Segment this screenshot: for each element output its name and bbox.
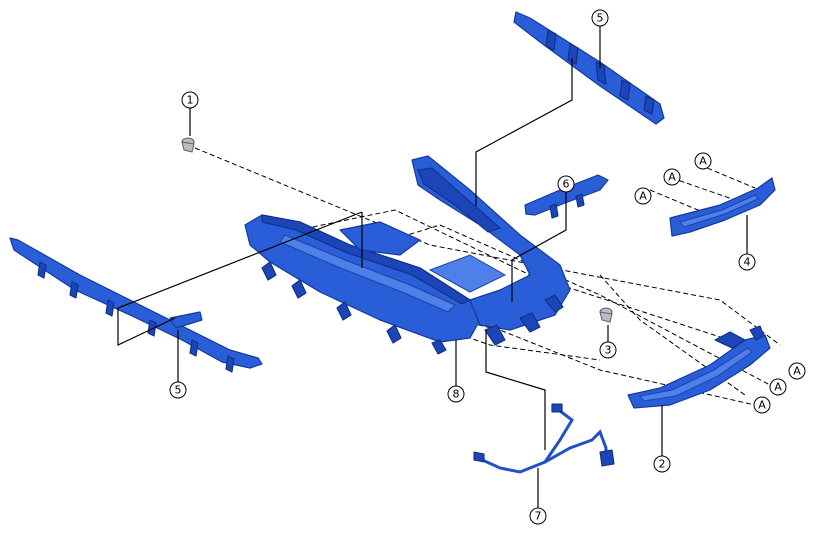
part-5-lower-trim-strip (9, 237, 263, 373)
callout-6: 6 (557, 175, 575, 193)
leader-lines (117, 26, 748, 508)
svg-text:A: A (774, 381, 782, 394)
reference-mark-a-left: A (634, 187, 652, 205)
callout-4: 4 (738, 253, 756, 271)
svg-text:A: A (699, 155, 707, 168)
part-5-upper-trim-strip (513, 11, 665, 125)
callout-5-top: 5 (591, 9, 609, 27)
svg-text:7: 7 (535, 510, 542, 523)
reference-mark-a-mid: A (663, 168, 681, 186)
svg-text:6: 6 (563, 178, 570, 191)
svg-text:A: A (758, 399, 766, 412)
reference-mark-a-right-mid: A (769, 378, 787, 396)
callout-5-left: 5 (169, 381, 187, 399)
callout-7: 7 (529, 507, 547, 525)
callout-3: 3 (599, 341, 617, 359)
reference-mark-a-right-upper: A (788, 362, 806, 380)
svg-text:A: A (668, 171, 676, 184)
part-4-right-trim-strip (669, 177, 776, 237)
callout-2: 2 (653, 455, 671, 473)
part-2-lower-right-trim (627, 325, 771, 409)
svg-text:A: A (639, 190, 647, 203)
svg-text:5: 5 (175, 384, 182, 397)
svg-text:A: A (793, 365, 801, 378)
svg-text:8: 8 (453, 388, 460, 401)
console-frame (339, 155, 571, 346)
callout-8: 8 (447, 385, 465, 403)
svg-text:3: 3 (605, 344, 612, 357)
callout-1: 1 (181, 91, 199, 109)
part-3-clip (599, 307, 613, 323)
svg-text:5: 5 (597, 12, 604, 25)
svg-text:4: 4 (744, 256, 751, 269)
part-7-wire-harness (473, 403, 615, 474)
svg-text:1: 1 (187, 94, 194, 107)
reference-mark-a-top: A (694, 152, 712, 170)
part-8-center-console-panel (244, 214, 481, 355)
part-1-clip (181, 137, 195, 153)
svg-text:2: 2 (659, 458, 666, 471)
reference-mark-a-right-lower: A (753, 396, 771, 414)
